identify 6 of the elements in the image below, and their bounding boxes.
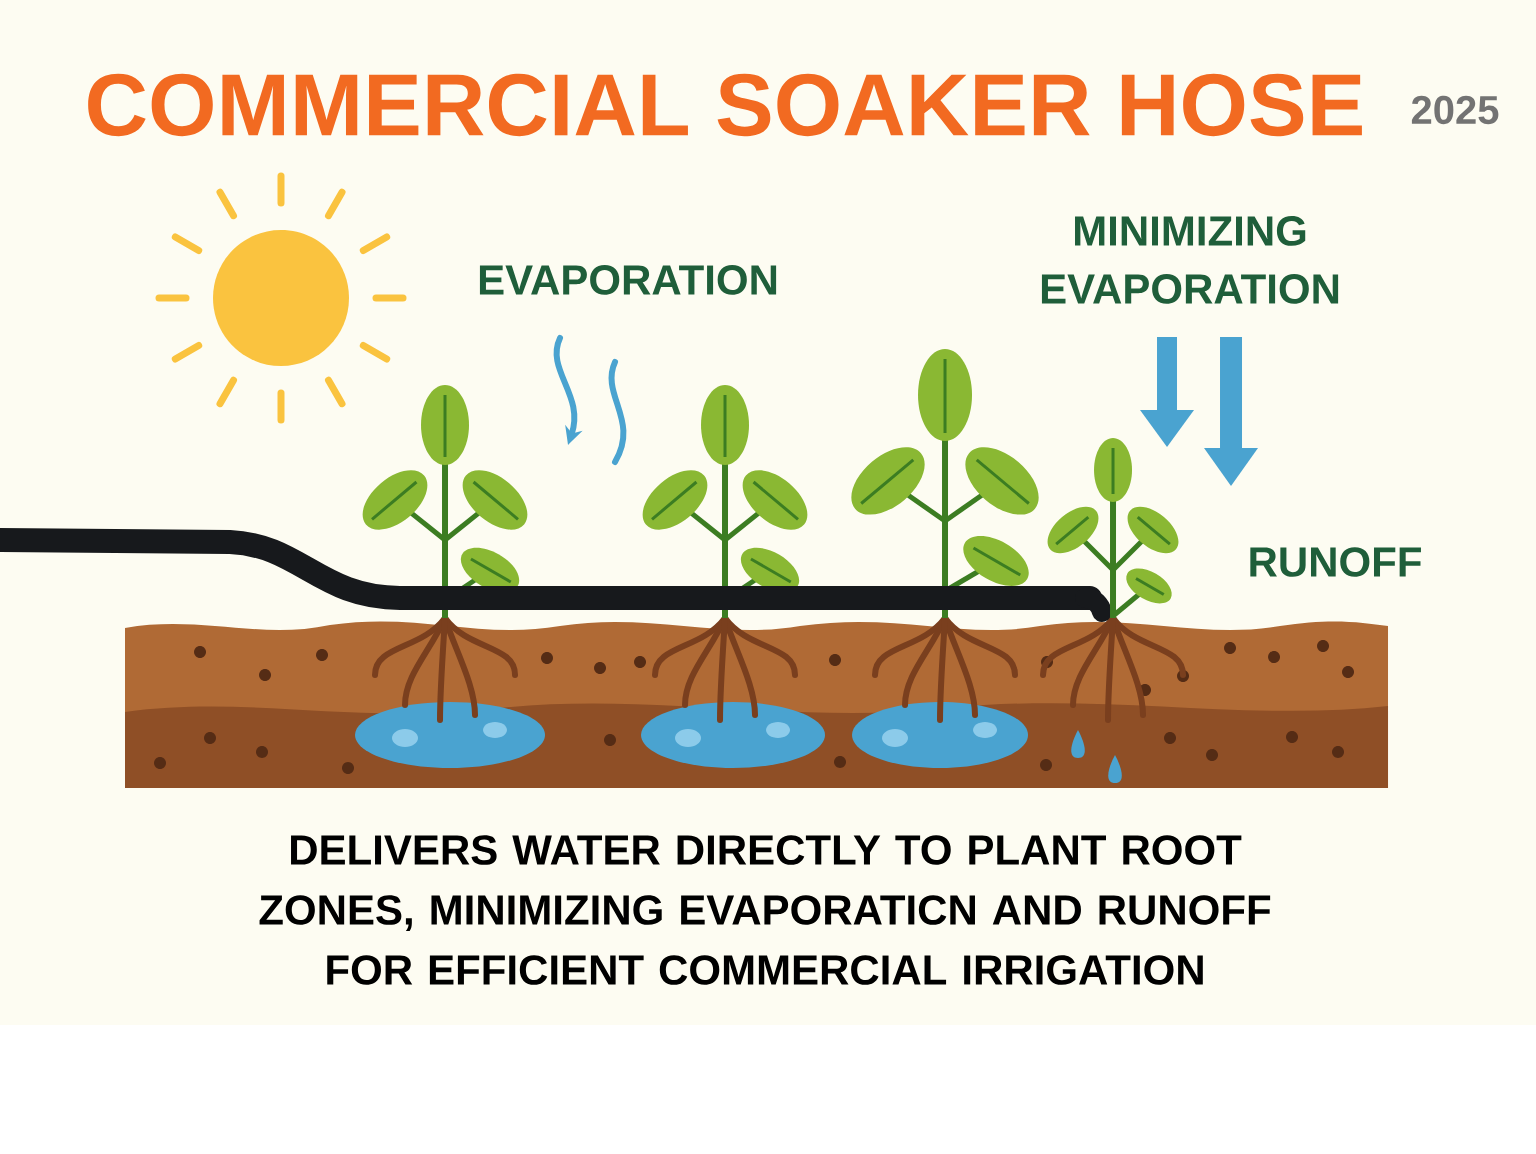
text-label: MINIMIZING EVAPORATION <box>1041 216 1339 304</box>
text-label: EVAPORATION <box>479 265 777 295</box>
text-label: RUNOFF <box>1250 547 1421 577</box>
caption: DELIVERS WATER DIRECTLY TO PLANT ROOT ZONES, MINIMIZING EVAPORATICN AND RUNOFF FOR EFFICIENT COMMERCIAL IRRIGATION <box>259 835 1271 985</box>
title: COMMERCIAL SOAKER HOSE <box>88 73 1362 137</box>
year-label: 2025 <box>1411 95 1499 125</box>
